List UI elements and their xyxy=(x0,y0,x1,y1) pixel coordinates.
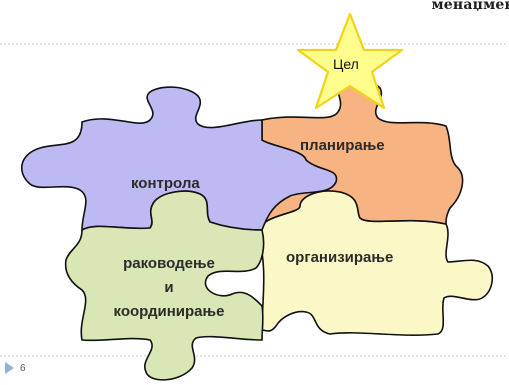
leading-label-line-2: и xyxy=(164,279,174,296)
header-title: менаџмен xyxy=(431,0,509,13)
control-label: контрола xyxy=(131,175,200,192)
leading-label-line-1: раководење xyxy=(123,255,215,272)
goal-star xyxy=(296,12,404,110)
leading-piece xyxy=(64,190,265,381)
slide-arrow-icon xyxy=(5,362,14,374)
control-piece xyxy=(20,86,338,232)
organizing-label: организирање xyxy=(286,249,394,266)
leading-label-line-3: координирање xyxy=(113,303,225,320)
goal-label: Цел xyxy=(333,56,359,72)
planning-label: планирање xyxy=(300,137,385,154)
leading-label: раководење и координирање xyxy=(98,252,240,324)
slide-number: 6 xyxy=(20,363,26,374)
